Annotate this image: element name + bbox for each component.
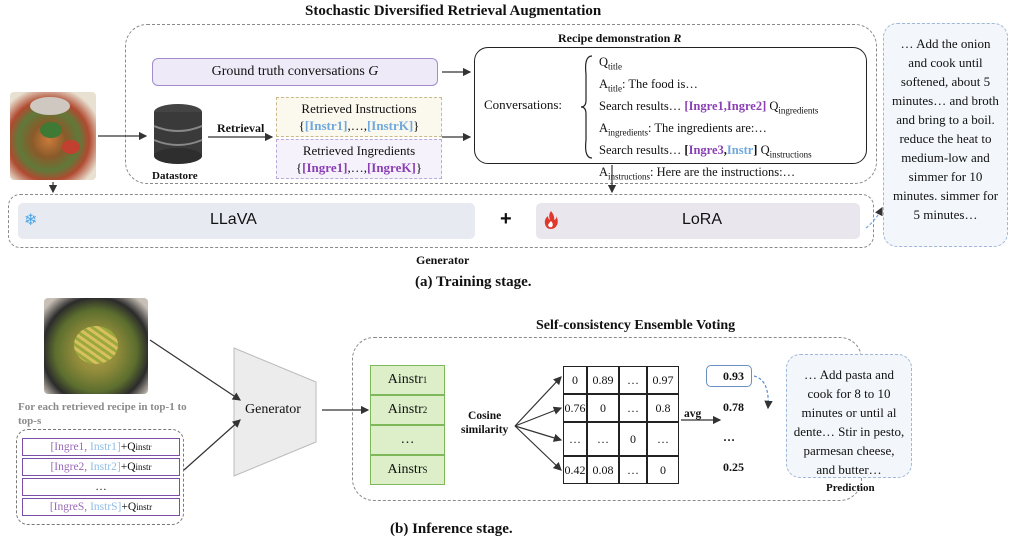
conversations-box	[474, 47, 867, 164]
sdra-title: Stochastic Diversified Retrieval Augment…	[305, 3, 602, 19]
inference-caption: (b) Inference stage.	[390, 521, 513, 537]
avg-label: avg	[684, 408, 702, 420]
matrix-cell: 0.08	[587, 456, 619, 484]
snowflake-icon: ❄	[24, 212, 38, 229]
retrieval-label: Retrieval	[217, 121, 265, 135]
fire-icon	[544, 211, 558, 229]
plus-sign: +	[500, 208, 512, 230]
prediction-label: Prediction	[826, 482, 875, 494]
generator-label: Generator	[416, 253, 470, 267]
database-icon	[153, 104, 203, 164]
training-caption: (a) Training stage.	[415, 274, 532, 290]
matrix-cell: …	[619, 456, 647, 484]
ground-truth-box: Ground truth conversations G	[152, 58, 438, 86]
matrix-cell: 0.76	[563, 394, 587, 422]
lora-block	[536, 203, 860, 239]
prediction-box: … Add pasta and cook for 8 to 10 minutes…	[786, 354, 912, 478]
voting-title: Self-consistency Ensemble Voting	[536, 318, 736, 333]
food-image-inference	[44, 298, 148, 394]
conversation-lines: Qtitle Atitle: The food is… Search resul…	[599, 55, 819, 182]
score-value: 0.93	[723, 369, 744, 383]
score-value: …	[723, 430, 735, 444]
generator-shape	[233, 347, 317, 477]
cosine-label: Cosine similarity	[461, 410, 509, 436]
matrix-cell: 0	[619, 422, 647, 456]
lora-label: LoRA	[682, 211, 723, 228]
matrix-cell: 0	[563, 366, 587, 394]
retrieved-instructions-box: Retrieved Instructions {[Instr1],…,[Inst…	[276, 97, 442, 137]
matrix-cell: …	[619, 394, 647, 422]
score-value: 0.78	[723, 400, 744, 414]
matrix-cell: 0.89	[587, 366, 619, 394]
score-value: 0.25	[723, 460, 744, 474]
matrix-cell: …	[587, 422, 619, 456]
retrieved-ingredients-box: Retrieved Ingredients {[Ingre1],…,[Ingre…	[276, 139, 442, 179]
matrix-cell: 0.8	[647, 394, 679, 422]
matrix-cell: 0	[647, 456, 679, 484]
query-rows-container	[16, 429, 184, 525]
matrix-cell: …	[647, 422, 679, 456]
matrix-cell: 0.97	[647, 366, 679, 394]
datastore-label: Datastore	[152, 170, 198, 182]
matrix-cell: …	[563, 422, 587, 456]
recipe-demo-title: Recipe demonstration R	[558, 31, 682, 45]
food-image-training	[10, 92, 96, 180]
conversations-label: Conversations:	[484, 97, 562, 112]
llava-label: LLaVA	[210, 211, 257, 228]
llava-block	[18, 203, 475, 239]
generator-label-inference: Generator	[245, 402, 301, 417]
sdra-container	[125, 24, 877, 184]
brace	[580, 55, 593, 159]
training-arrows	[48, 67, 883, 229]
ainstr-ellipsis: …	[370, 425, 445, 455]
training-output-box: … Add the onion and cook until softened,…	[883, 23, 1008, 247]
inference-arrows	[149, 339, 773, 471]
matrix-cell: 0.42	[563, 456, 587, 484]
each-retrieved-label: For each retrieved recipe in top-1 to to…	[18, 401, 187, 427]
query-row: …	[22, 478, 180, 496]
top-score-box	[706, 365, 752, 387]
matrix-cell: …	[619, 366, 647, 394]
matrix-cell: 0	[587, 394, 619, 422]
